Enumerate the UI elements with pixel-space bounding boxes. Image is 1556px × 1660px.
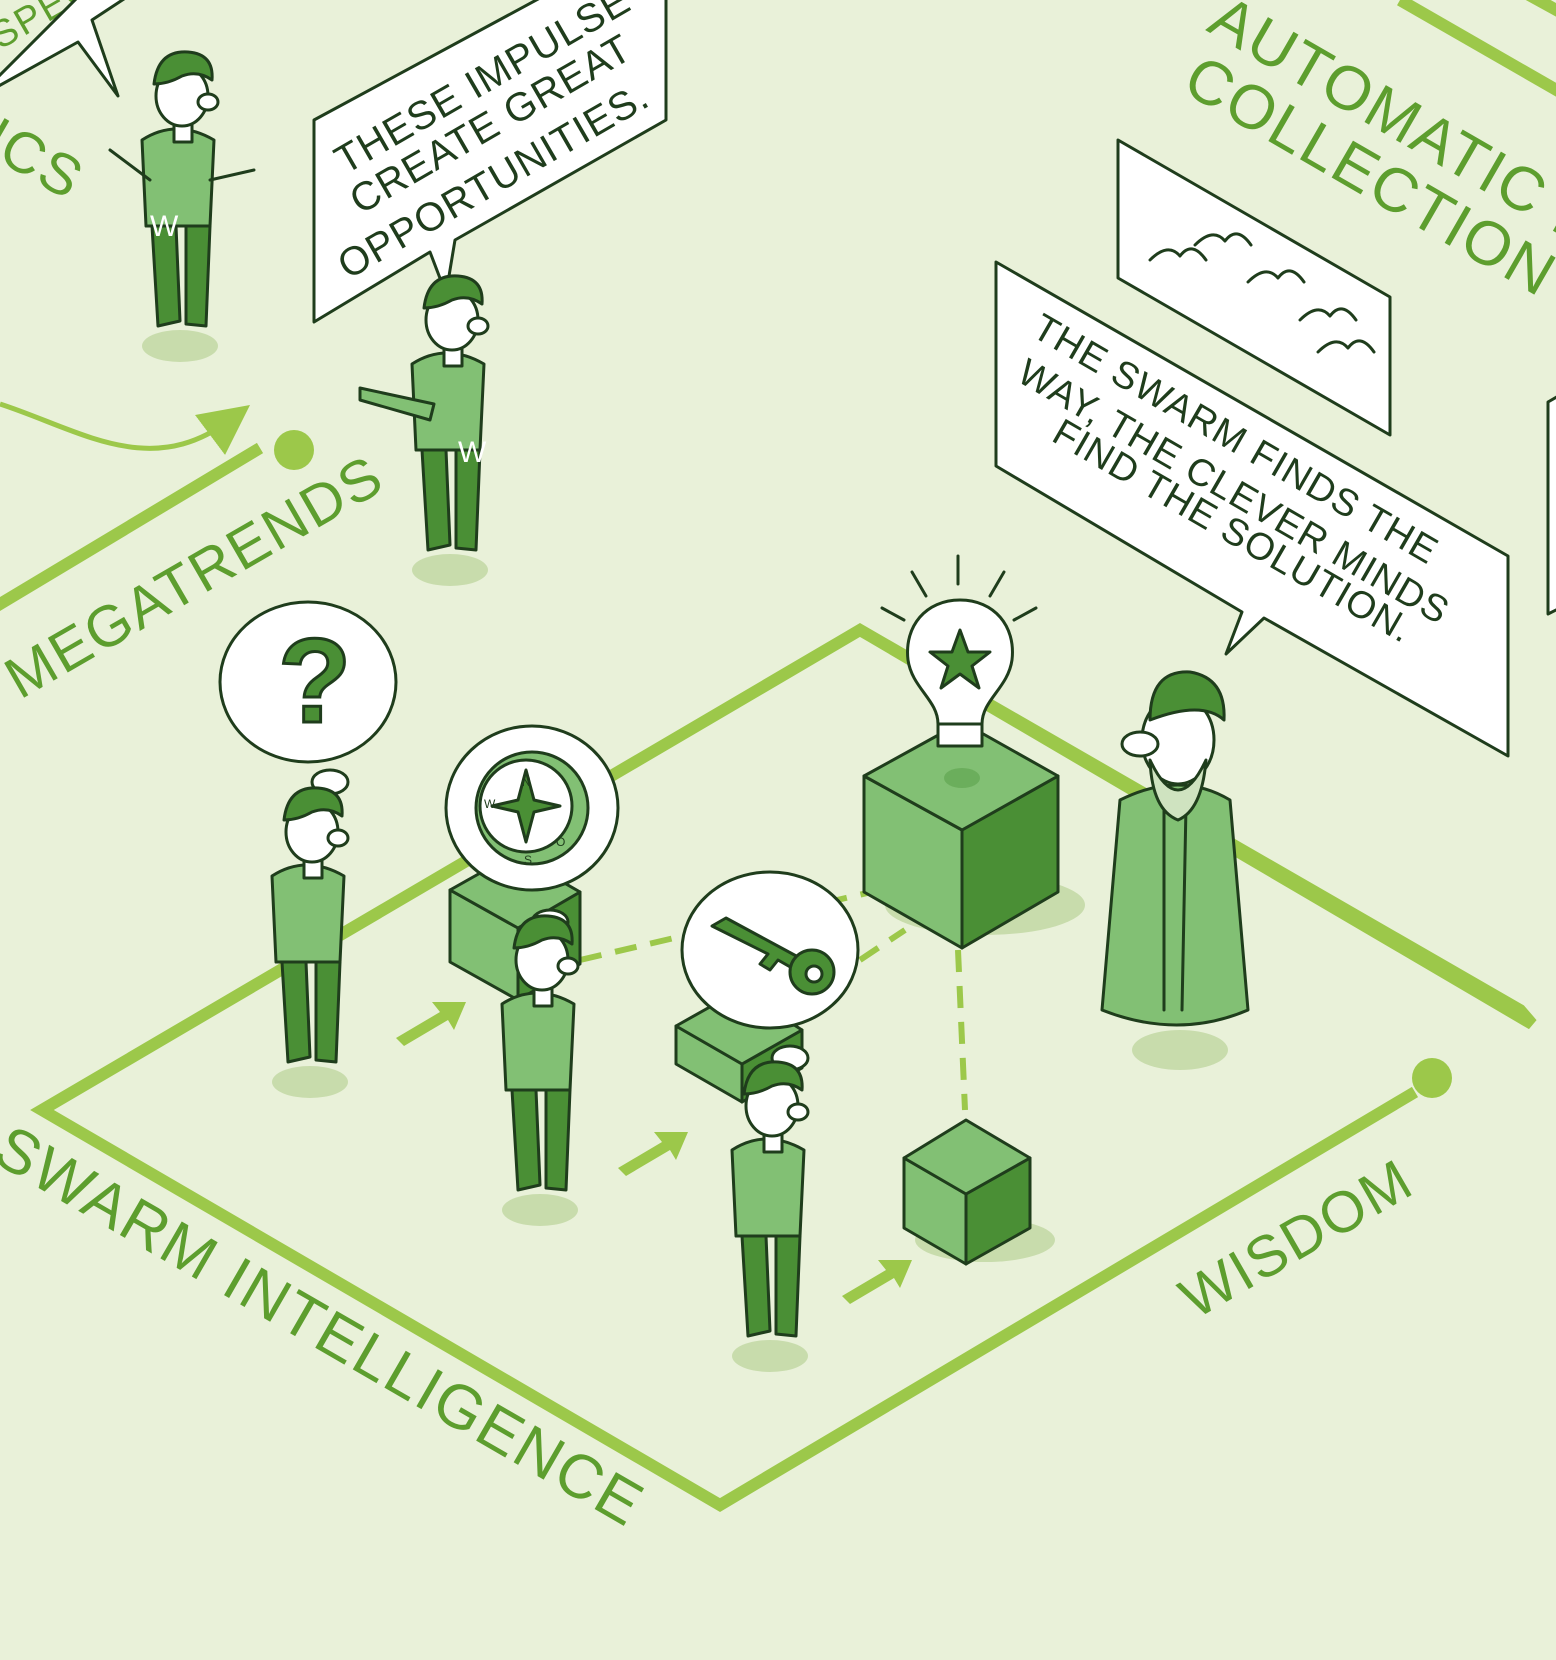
compass-s: S (524, 853, 533, 867)
label-wisdom: WISDOM (1169, 1147, 1424, 1332)
person-shrugging (140, 50, 220, 364)
cube-large (862, 720, 1085, 950)
label-ics: ICS (0, 105, 95, 213)
arrow-right-icon (618, 1132, 688, 1176)
shirt-logo: W (458, 436, 487, 469)
megatrends-node (274, 430, 314, 470)
speech-bubble-swarm: THE SWARM FINDS THE WAY, THE CLEVER MIND… (994, 260, 1510, 758)
shirt-logo: W (150, 210, 179, 243)
arrow-right-icon (842, 1260, 912, 1304)
speech-bubble-impulse: THESE IMPULSE CREATE GREAT OPPORTUNITIES… (312, 0, 668, 324)
question-mark-icon: ? (278, 614, 351, 748)
person-thinking-question (270, 786, 350, 1100)
path-top-right (1397, 0, 1556, 97)
path-collection (1525, 0, 1556, 17)
path-network (0, 0, 1556, 1512)
compass-icon: N O S W (474, 750, 590, 867)
speech-bubble-partial (0, 0, 126, 98)
edge-card (1546, 395, 1556, 616)
path-swarm-loop (30, 623, 1537, 1512)
birds-picture (1116, 138, 1392, 437)
person-pointing (410, 274, 490, 588)
compass-w: W (484, 797, 496, 811)
shrug-arms (108, 148, 256, 182)
lightbulb-icon (880, 554, 1038, 748)
green-arrows (396, 1002, 912, 1304)
pointing-arm (358, 386, 436, 422)
star-icon (928, 628, 992, 690)
curve-arrow (0, 401, 251, 455)
path-megatrends (0, 442, 264, 611)
compass-o: O (556, 835, 566, 849)
birds-icon (1148, 232, 1376, 354)
compass-n: N (522, 775, 532, 789)
wisdom-node (1412, 1058, 1452, 1098)
arrow-right-icon (396, 1002, 466, 1046)
key-icon (710, 916, 836, 996)
thought-bubble-question: ? (218, 600, 398, 820)
cube-small (902, 1118, 1055, 1266)
wise-man (1100, 670, 1250, 1070)
person-thinking-key (730, 1060, 810, 1374)
